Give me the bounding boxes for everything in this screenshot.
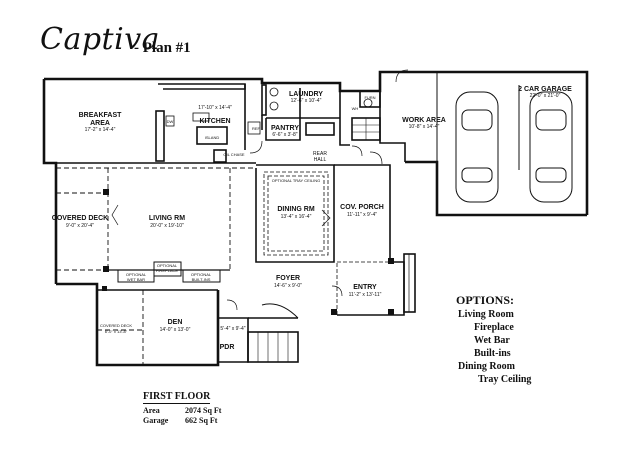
breakfast-label-2: AREA [90, 120, 110, 127]
covered-deck-dims: 9'-0" x 20'-4" [66, 223, 94, 229]
opt-builtins-label: OPTIONAL [191, 272, 212, 277]
garage-area-label: Garage [143, 416, 169, 425]
dining-room-dims: 13'-4" x 16'-4" [281, 214, 312, 220]
breakfast-label: BREAKFAST [79, 112, 123, 119]
sink-icon [192, 112, 210, 122]
rear-hall-label-2: HALL [314, 157, 327, 163]
foyer-label: FOYER [276, 275, 300, 282]
floor-info: FIRST FLOOR Area 2074 Sq Ft Garage 662 S… [143, 391, 221, 426]
entry-label: ENTRY [353, 284, 377, 291]
area-label: Area [143, 406, 160, 415]
plan-title: Captiva [40, 22, 161, 57]
cov-porch-dims: 11'-11" x 9'-4" [347, 212, 377, 218]
tray-ceiling-label: OPTIONAL TRAY CEILING [272, 178, 321, 183]
pantry-label: PANTRY [271, 125, 299, 132]
dining-room-label: DINING RM [277, 206, 315, 213]
dryer-icon [269, 87, 279, 97]
island-label: ISLAND [205, 135, 220, 140]
dishwasher-icon [165, 115, 175, 127]
area-value: 2074 Sq Ft [185, 406, 222, 415]
wall-garage-south [405, 160, 587, 217]
garage-label: 2 CAR GARAGE [518, 86, 572, 93]
car-icon [455, 91, 573, 203]
furn-label: FURN [364, 95, 375, 100]
options-heading: OPTIONS: [456, 293, 515, 307]
laundry-label: LAUNDRY [289, 91, 323, 98]
pdr-dims: 5'-4" x 9'-4" [220, 326, 245, 332]
wh-label: WH [352, 106, 359, 111]
living-room-label: LIVING RM [149, 215, 185, 222]
refrigerator-icon [247, 121, 261, 135]
option-item: Built-ins [474, 348, 511, 359]
opt-fireplace-label-2: FIREPLACE [156, 268, 179, 273]
foyer-dims: 14'-6" x 9'-0" [274, 283, 302, 289]
dw-label: DW [167, 119, 174, 124]
pantry-dims: 6'-6" x 3'-8" [272, 132, 297, 138]
plan-subtitle: - Plan #1 [134, 40, 191, 56]
opt-wet-bar-label: OPTIONAL [126, 272, 147, 277]
laundry-dims: 12'-6" x 10'-4" [291, 98, 322, 104]
opt-wet-bar-label-2: WET BAR [127, 277, 145, 282]
opt-builtins-label-2: BUILT-INS [192, 277, 211, 282]
garage-area-value: 662 Sq Ft [185, 416, 218, 425]
wall-outer-south [56, 282, 220, 367]
cov-porch-label: COV. PORCH [340, 204, 384, 211]
living-room-dims: 20'-0" x 19'-10" [150, 223, 184, 229]
option-item: Fireplace [474, 322, 514, 333]
garage-dims: 22'-0" x 21'-0" [530, 93, 561, 99]
options-list: OPTIONS: Living Room Fireplace Wet Bar B… [456, 294, 531, 386]
pdr-label: PDR [220, 344, 235, 351]
breakfast-dims: 17'-2" x 14'-4" [85, 127, 116, 133]
oil-chase-label: OIL CHASE [223, 152, 245, 157]
area-row: Area 2074 Sq Ft [143, 406, 221, 416]
option-item: Wet Bar [474, 335, 510, 346]
den-dims: 14'-0" x 13'-0" [160, 327, 191, 333]
den-label: DEN [168, 319, 183, 326]
option-item: Living Room [458, 309, 514, 320]
option-item: Dining Room [458, 361, 515, 372]
washer-icon [269, 101, 279, 111]
floor-heading: FIRST FLOOR [143, 391, 211, 404]
wall-outer-west [42, 79, 58, 284]
ref-label: REF [252, 126, 261, 131]
water-heater-icon [363, 98, 373, 108]
option-item: Tray Ceiling [478, 374, 532, 385]
covered-deck-2-dims: 6'-0" x 13'-8" [105, 329, 128, 334]
entry-dims: 11'-2" x 13'-11" [349, 292, 382, 298]
rear-hall-label: REAR [313, 151, 327, 157]
kitchen-label: KITCHEN [199, 118, 230, 125]
kitchen-dims: 17'-10" x 14'-4" [198, 105, 232, 111]
opt-fireplace-label: OPTIONAL [157, 263, 178, 268]
garage-row: Garage 662 Sq Ft [143, 416, 221, 426]
covered-deck-label: COVERED DECK [52, 215, 108, 222]
work-area-dims: 10'-8" x 14'-4" [409, 124, 440, 130]
covered-deck-2-label: COVERED DECK [100, 323, 132, 328]
work-area-label: WORK AREA [402, 117, 446, 124]
